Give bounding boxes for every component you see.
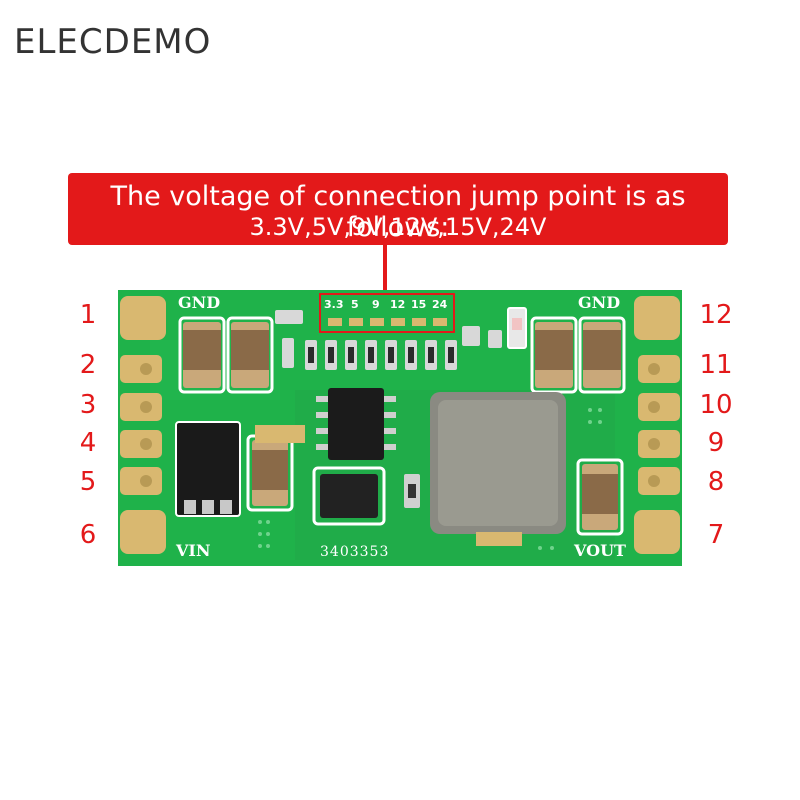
capacitors-top-right bbox=[530, 316, 626, 394]
pin-label: 8 bbox=[707, 467, 725, 497]
callout-connector bbox=[383, 245, 387, 293]
pin-label: 11 bbox=[699, 350, 733, 380]
right-pads bbox=[634, 296, 680, 554]
pin-label: 5 bbox=[79, 467, 97, 497]
board-code: 3403353 bbox=[320, 544, 389, 560]
pin-label: 1 bbox=[79, 300, 97, 330]
jumper-label: 12 bbox=[390, 298, 405, 311]
jumper-label: 24 bbox=[432, 298, 448, 311]
callout-line-1: The voltage of connection jump point is … bbox=[110, 181, 686, 243]
voltage-callout: The voltage of connection jump point is … bbox=[68, 173, 728, 245]
pin-label: 9 bbox=[707, 428, 725, 458]
pin-label: 3 bbox=[79, 390, 97, 420]
vout-label: VOUT bbox=[573, 541, 626, 560]
pin-label: 4 bbox=[79, 428, 97, 458]
left-pads bbox=[120, 296, 166, 554]
pin-label: 2 bbox=[79, 350, 97, 380]
vin-label: VIN bbox=[175, 541, 211, 560]
schottky-diode bbox=[312, 466, 386, 526]
callout-line-2: 3.3V,5V,9V,12V,15V,24V bbox=[249, 213, 547, 241]
pin-label: 6 bbox=[79, 520, 97, 550]
gnd-left-label: GND bbox=[178, 293, 220, 312]
gnd-right-label: GND bbox=[578, 293, 620, 312]
jumper-label: 5 bbox=[351, 298, 359, 311]
power-inductor bbox=[430, 392, 566, 546]
jumper-label: 9 bbox=[372, 298, 380, 311]
capacitors-top-left bbox=[178, 316, 274, 394]
jumper-pads bbox=[319, 293, 455, 333]
brand-logo: ELECDEMO bbox=[14, 22, 212, 62]
input-diode bbox=[175, 421, 241, 517]
jumper-labels: 3.3 5 9 12 15 24 bbox=[324, 298, 448, 311]
pin-label: 12 bbox=[699, 300, 733, 330]
jumper-label: 3.3 bbox=[324, 298, 344, 311]
capacitor-left-bottom bbox=[246, 425, 305, 512]
capacitor-right-bottom bbox=[576, 458, 624, 536]
ic-chip bbox=[316, 388, 396, 460]
pin-label: 10 bbox=[699, 390, 733, 420]
jumper-label: 15 bbox=[411, 298, 426, 311]
pin-label: 7 bbox=[707, 520, 725, 550]
